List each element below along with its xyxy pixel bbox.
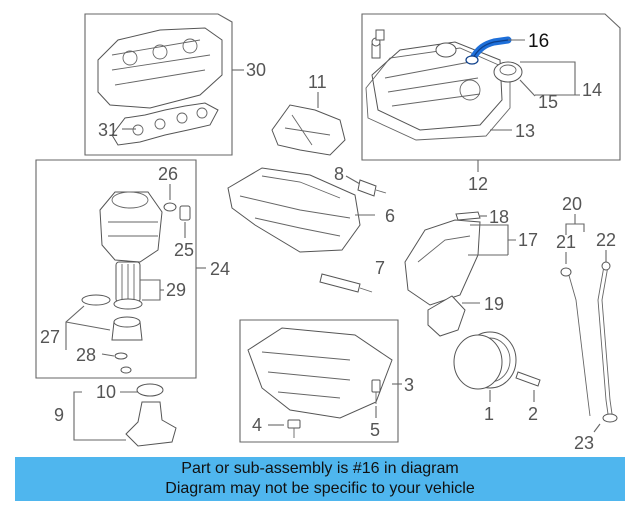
leader-14 [520,61,580,96]
callout-11: 11 [308,72,327,92]
o-ring-part [81,294,111,306]
callout-17: 17 [518,230,538,250]
callout-6: 6 [385,206,395,226]
callout-2: 2 [528,404,538,424]
cover-gasket-part [271,104,346,156]
leader-9 [73,391,126,441]
dipstick-tube-part [597,261,613,415]
callout-1: 1 [484,404,494,424]
callout-26: 26 [158,164,178,184]
lower-oil-pan-group-box [239,319,399,443]
callout-23: 23 [574,433,594,453]
callout-3: 3 [404,375,414,395]
sealant-tube-part [319,273,373,293]
seal-part-18 [455,211,481,221]
callout-27: 27 [40,327,60,347]
lower-oil-pan-part [247,327,393,419]
leader-28 [101,353,115,357]
filter-cap-part [111,316,143,341]
oil-filter-element-part [115,261,141,303]
o-ring-part-23 [602,413,618,423]
oil-filter-group-box [35,159,197,379]
dipstick-part [560,267,591,417]
callout-9: 9 [54,405,64,425]
pcv-hose-part-16 [465,36,512,65]
valve-cover-group-box [361,13,621,161]
callout-7: 7 [375,258,385,278]
callout-30: 30 [246,60,266,80]
callout-29: 29 [166,280,186,300]
leader-29 [140,279,161,301]
timing-cover-part [404,219,481,337]
callout-14: 14 [582,80,602,100]
callout-18: 18 [489,207,509,227]
callout-20: 20 [562,194,582,214]
callout-16: 16 [528,31,549,52]
upper-oil-pan-part [227,167,361,253]
callout-8: 8 [334,164,344,184]
o-ring-part-2 [113,298,143,310]
crankshaft-pulley-part [453,331,517,390]
oil-pickup-part [125,401,177,447]
callout-19: 19 [484,294,504,314]
manifold-gasket-part [111,102,219,146]
leader-27 [65,305,85,350]
callout-31: 31 [98,120,118,140]
callout-10: 10 [96,382,116,402]
cap-part [435,42,457,58]
oil-filter-housing-part [99,191,163,263]
bolt-part-4 [287,419,301,438]
oil-filler-cap-part [493,61,523,83]
gasket-part-10 [136,383,164,397]
callout-22: 22 [596,230,616,250]
callout-28: 28 [76,345,96,365]
pulley-bolt-part [515,371,541,387]
intake-manifold-group-box [84,13,233,156]
leader-17 [470,224,516,241]
callout-12: 12 [468,174,488,194]
callout-13: 13 [515,121,535,141]
callout-25: 25 [174,240,194,260]
drain-bolt-part [371,379,381,404]
drain-plug-part [114,352,132,374]
callout-15: 15 [538,92,558,112]
banner-line-2: Diagram may not be specific to your vehi… [165,480,475,497]
callout-24: 24 [210,259,230,279]
leader-8 [345,175,361,185]
callout-4: 4 [252,415,262,435]
fitting-part-25 [179,205,191,221]
callout-5: 5 [370,420,380,440]
bolt-part [371,29,385,59]
callout-21: 21 [556,232,576,252]
leader-15 [519,79,536,97]
info-banner: Part or sub-assembly is #16 in diagram D… [15,457,625,501]
intake-manifold-part [97,27,223,109]
valve-cover-part [365,41,511,141]
banner-line-1: Part or sub-assembly is #16 in diagram [181,460,459,477]
leader-20 [565,214,576,235]
leader-23 [593,423,601,433]
seal-part-26 [163,202,177,212]
sensor-part [357,179,387,197]
